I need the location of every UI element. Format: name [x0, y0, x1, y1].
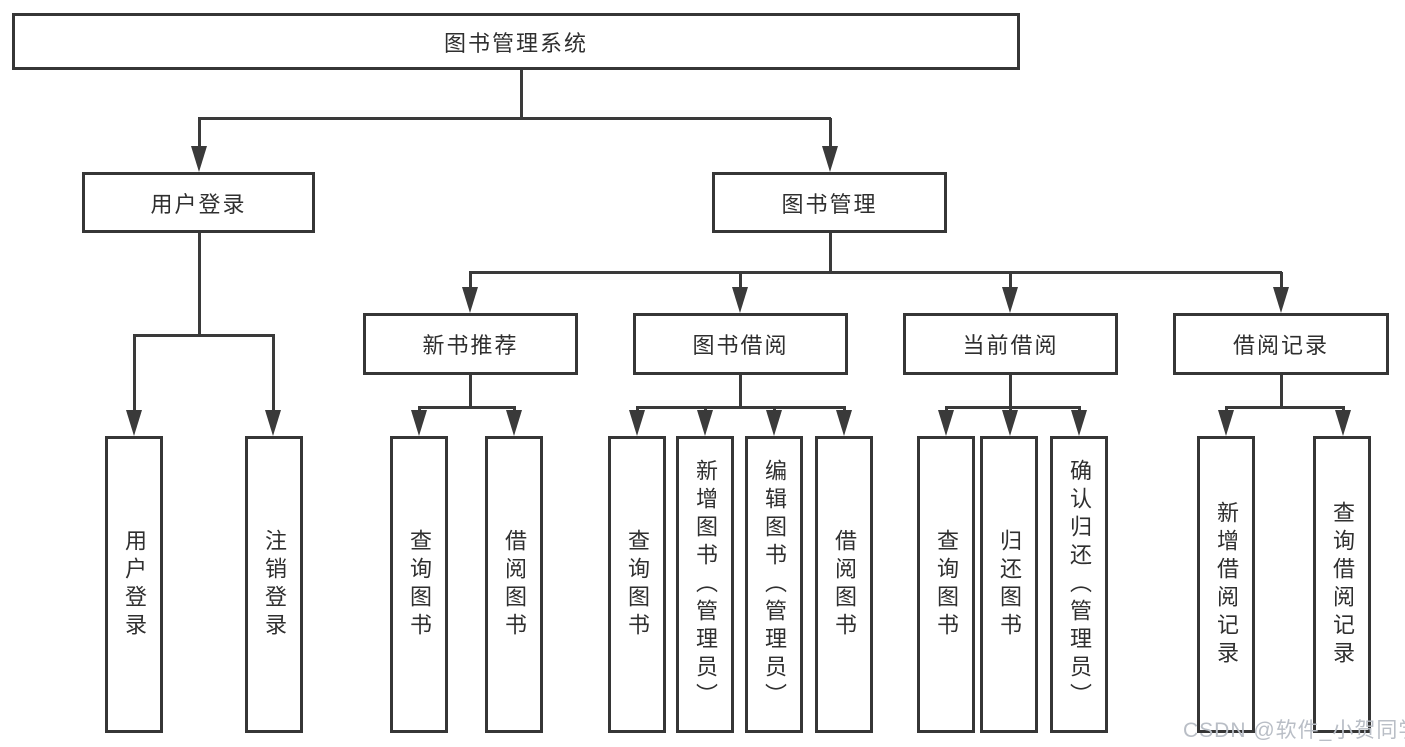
connector-line [829, 118, 832, 152]
node-label: 用户登录 [150, 191, 247, 217]
node-label: 查询图书 [625, 528, 650, 641]
arrow-down-icon [836, 410, 852, 436]
node-label: 新增借阅记录 [1214, 500, 1239, 669]
connector-line [198, 233, 201, 337]
connector-line [945, 406, 1081, 409]
arrow-down-icon [1218, 410, 1234, 436]
node-label: 借阅图书 [832, 528, 857, 641]
node-book-borrow: 图书借阅 [633, 313, 848, 375]
connector-line [198, 117, 831, 120]
connector-line [469, 272, 472, 293]
node-label: 图书借阅 [692, 333, 789, 358]
arrow-down-icon [822, 146, 838, 172]
node-label: 编辑图书（管理员） [762, 458, 787, 711]
connector-line [1280, 375, 1283, 409]
arrow-down-icon [191, 146, 207, 172]
leaf-confirm-return-admin: 确认归还（管理员） [1050, 436, 1108, 733]
node-book-management-group: 图书管理 [712, 172, 947, 233]
connector-line [829, 233, 832, 274]
connector-line [469, 375, 472, 409]
leaf-add-books-admin: 新增图书（管理员） [676, 436, 734, 733]
node-new-book-recommend: 新书推荐 [363, 313, 578, 375]
connector-line [469, 271, 1282, 274]
connector-line [133, 334, 275, 337]
connector-line [1009, 375, 1012, 409]
arrow-down-icon [1273, 287, 1289, 313]
leaf-logout: 注销登录 [245, 436, 303, 733]
node-label: 借阅记录 [1232, 333, 1329, 358]
arrow-down-icon [126, 410, 142, 436]
leaf-user-login: 用户登录 [105, 436, 163, 733]
arrow-down-icon [766, 410, 782, 436]
node-label: 查询图书 [407, 528, 432, 641]
arrow-down-icon [732, 287, 748, 313]
node-root: 图书管理系统 [12, 13, 1020, 70]
node-user-login-group: 用户登录 [82, 172, 315, 233]
connector-line [1009, 272, 1012, 293]
node-label: 图书管理系统 [443, 30, 588, 56]
connector-line [739, 375, 742, 409]
arrow-down-icon [1002, 410, 1018, 436]
arrow-down-icon [506, 410, 522, 436]
arrow-down-icon [938, 410, 954, 436]
node-label: 注销登录 [262, 528, 287, 641]
connector-line [198, 118, 201, 152]
arrow-down-icon [462, 287, 478, 313]
connector-line [418, 406, 516, 409]
leaf-add-borrow-record: 新增借阅记录 [1197, 436, 1255, 733]
arrow-down-icon [629, 410, 645, 436]
node-borrow-records: 借阅记录 [1173, 313, 1389, 375]
leaf-return-books: 归还图书 [980, 436, 1038, 733]
leaf-borrow-books-2: 借阅图书 [815, 436, 873, 733]
leaf-query-books-2: 查询图书 [608, 436, 666, 733]
leaf-query-books-3: 查询图书 [917, 436, 975, 733]
connector-line [272, 335, 275, 415]
connector-line [739, 272, 742, 293]
connector-line [520, 70, 523, 120]
node-label: 确认归还（管理员） [1067, 458, 1092, 711]
arrow-down-icon [265, 410, 281, 436]
arrow-down-icon [1002, 287, 1018, 313]
leaf-query-books-1: 查询图书 [390, 436, 448, 733]
connector-line [133, 335, 136, 415]
arrow-down-icon [1071, 410, 1087, 436]
arrow-down-icon [411, 410, 427, 436]
node-current-borrow: 当前借阅 [903, 313, 1118, 375]
leaf-borrow-books-1: 借阅图书 [485, 436, 543, 733]
node-label: 查询借阅记录 [1330, 500, 1355, 669]
leaf-query-borrow-record: 查询借阅记录 [1313, 436, 1371, 733]
node-label: 用户登录 [122, 528, 147, 641]
connector-line [1225, 406, 1345, 409]
connector-line [636, 406, 846, 409]
arrow-down-icon [1335, 410, 1351, 436]
connector-line [1280, 272, 1283, 293]
node-label: 归还图书 [997, 528, 1022, 641]
arrow-down-icon [697, 410, 713, 436]
node-label: 查询图书 [934, 528, 959, 641]
node-label: 当前借阅 [962, 333, 1059, 358]
node-label: 新增图书（管理员） [693, 458, 718, 711]
node-label: 图书管理 [781, 191, 878, 217]
watermark: CSDN @软件_小贺同学 [1183, 719, 1405, 742]
node-label: 借阅图书 [502, 528, 527, 641]
node-label: 新书推荐 [422, 333, 519, 358]
leaf-edit-books-admin: 编辑图书（管理员） [745, 436, 803, 733]
